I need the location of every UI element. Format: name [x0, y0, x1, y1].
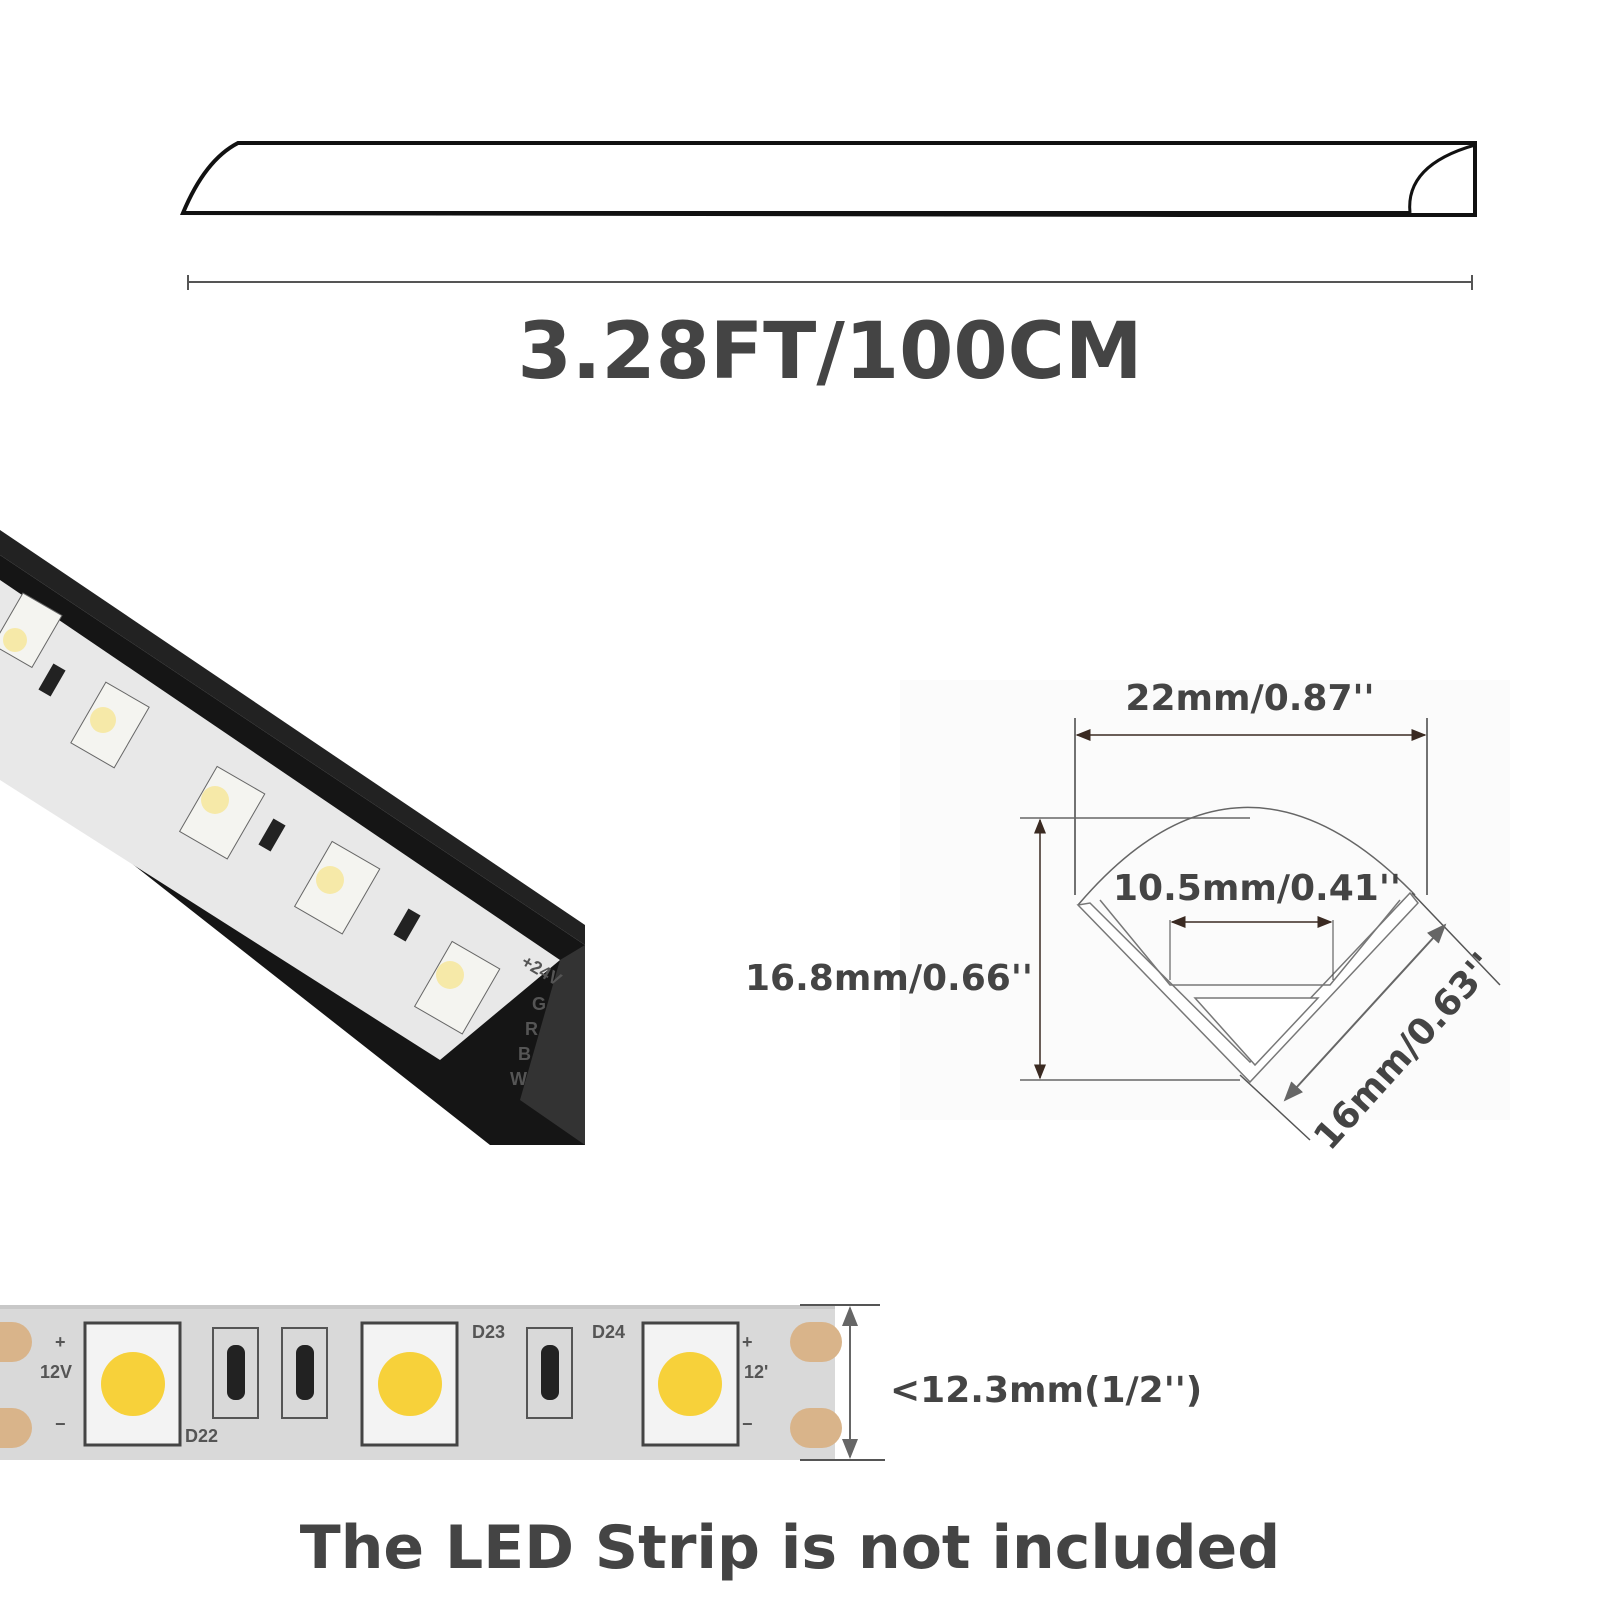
- footer-note: The LED Strip is not included: [300, 1513, 1280, 1583]
- photo-led-chips: [0, 592, 501, 1035]
- voltage-marking: 12': [744, 1362, 768, 1382]
- inner-width-label: 10.5mm/0.41'': [1113, 868, 1401, 909]
- resistors: [212, 1327, 573, 1419]
- cross-section-diagram: 22mm/0.87'' 16.8mm/0.66'' 10.5mm/0.41'' …: [745, 678, 1510, 1158]
- minus-marking: −: [55, 1414, 66, 1434]
- profile-length-drawing: 3.28FT/100CM: [180, 141, 1477, 397]
- solder-pads: [0, 1322, 842, 1448]
- plus-marking: +: [742, 1332, 753, 1352]
- led-strip-illustration: + 12V − D22 D23 D24 + 12' − <12.3mm(1/2'…: [0, 1304, 1202, 1461]
- minus-marking: −: [742, 1414, 753, 1434]
- photo-channel-label: B: [518, 1044, 531, 1064]
- length-label: 3.28FT/100CM: [517, 307, 1142, 397]
- d23-marking: D23: [472, 1322, 505, 1342]
- side-dimension-arrow: [1283, 923, 1447, 1102]
- plus-marking: +: [55, 1332, 66, 1352]
- width-label: 22mm/0.87'': [1125, 678, 1374, 719]
- height-label: 16.8mm/0.66'': [745, 958, 1033, 999]
- strip-width-label: <12.3mm(1/2''): [890, 1370, 1202, 1411]
- profile-photo: +24V G R B W: [0, 530, 585, 1145]
- photo-channel-label: G: [532, 994, 546, 1014]
- d22-marking: D22: [185, 1426, 218, 1446]
- photo-channel-label: R: [525, 1019, 538, 1039]
- led-chips: [83, 1321, 740, 1447]
- d24-marking: D24: [592, 1322, 625, 1342]
- photo-channel-label: W: [510, 1069, 527, 1089]
- voltage-marking: 12V: [40, 1362, 72, 1382]
